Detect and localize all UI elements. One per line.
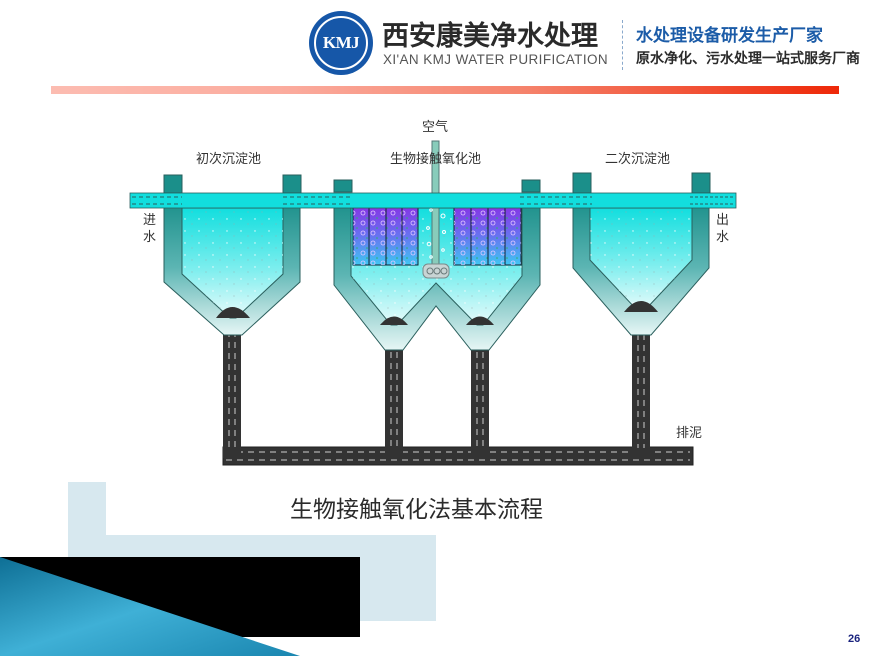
label-contact-tank: 生物接触氧化池 xyxy=(390,151,481,167)
slogan-primary: 水处理设备研发生产厂家 xyxy=(636,26,823,46)
sludge-pipes xyxy=(222,310,694,466)
biofilm-media-left xyxy=(352,201,419,266)
company-logo: KMJ xyxy=(309,11,373,75)
label-sludge: 排泥 xyxy=(676,426,702,441)
sludge-riser-4 xyxy=(632,310,650,458)
label-air: 空气 xyxy=(422,119,448,135)
corner-triangle-decoration xyxy=(0,557,300,656)
label-primary-tank: 初次沉淀池 xyxy=(196,151,261,167)
sludge-main-pipe xyxy=(222,446,694,466)
label-outlet-2: 水 xyxy=(716,230,729,245)
sludge-riser-3 xyxy=(471,328,489,458)
slogan-secondary: 原水净化、污水处理一站式服务厂商 xyxy=(636,51,860,67)
label-outlet-1: 出 xyxy=(716,213,729,228)
sludge-riser-2 xyxy=(385,328,403,458)
header-divider xyxy=(622,20,623,70)
page-number: 26 xyxy=(848,633,861,645)
primary-settling-tank xyxy=(163,174,302,336)
contact-oxidation-tank xyxy=(333,140,541,351)
logo-text: KMJ xyxy=(322,33,360,52)
company-name-en: XI'AN KMJ WATER PURIFICATION xyxy=(383,52,609,67)
label-inlet-2: 水 xyxy=(143,230,156,245)
diagram-caption: 生物接触氧化法基本流程 xyxy=(290,497,543,523)
label-inlet-1: 进 xyxy=(143,213,156,228)
sludge-riser-1 xyxy=(223,318,241,458)
biofilm-media-right xyxy=(453,201,522,266)
label-secondary-tank: 二次沉淀池 xyxy=(605,151,670,167)
air-diffuser xyxy=(422,263,450,279)
header-accent-bar xyxy=(51,86,839,94)
water-channel xyxy=(129,192,737,209)
company-name-cn: 西安康美净水处理 xyxy=(382,21,598,52)
secondary-settling-tank xyxy=(572,172,711,336)
logo-ring: KMJ xyxy=(314,16,368,70)
